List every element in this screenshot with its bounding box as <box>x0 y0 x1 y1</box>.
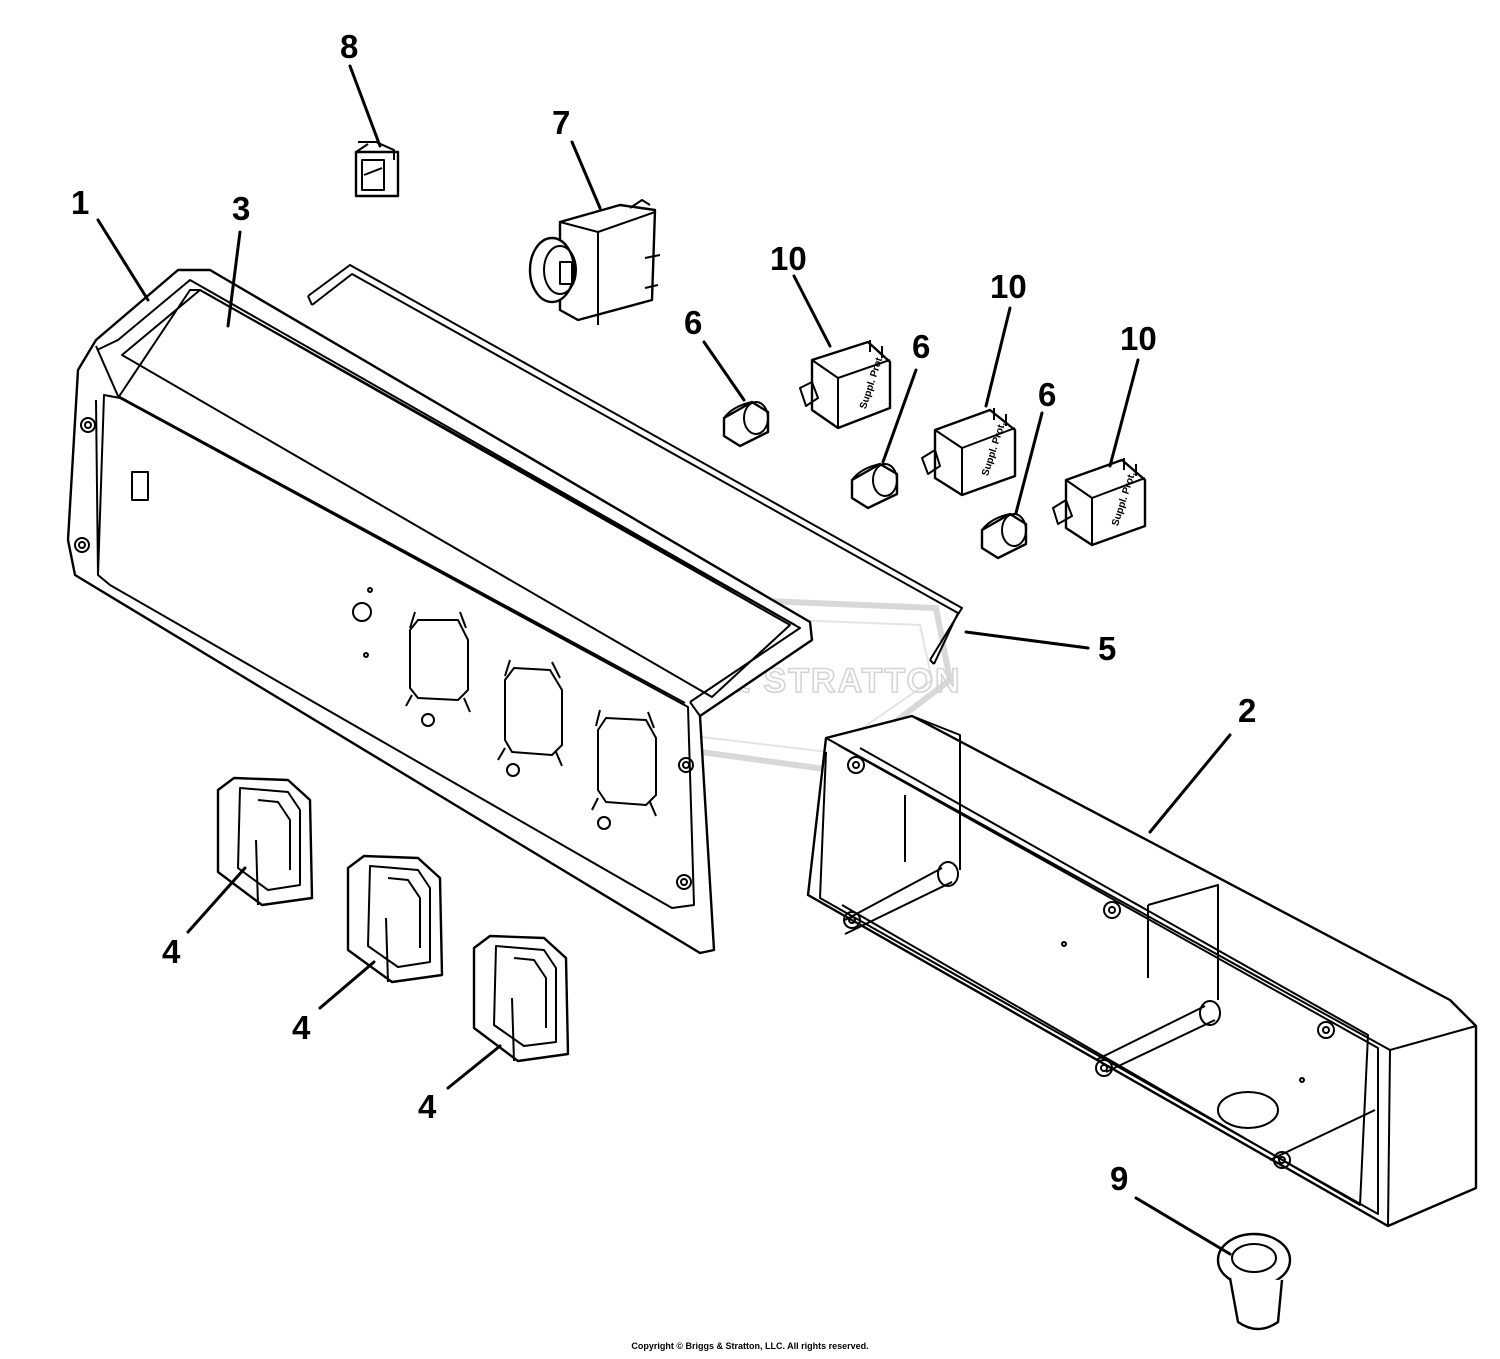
reset-button-c <box>980 512 1028 560</box>
callout-10b: 10 <box>990 268 1027 305</box>
leader-10c <box>1108 358 1140 468</box>
outlet-a <box>216 776 314 907</box>
leader-8 <box>348 64 382 148</box>
callout-4c: 4 <box>418 1088 437 1125</box>
callout-8: 8 <box>340 28 358 65</box>
outlet-c <box>472 934 570 1063</box>
part-3-label-decal <box>121 289 791 698</box>
callout-7: 7 <box>552 104 570 141</box>
protector-c: Suppl. Prot. <box>1052 458 1147 547</box>
leader-5 <box>964 630 1090 650</box>
callout-4a: 4 <box>162 933 181 970</box>
leader-2 <box>1148 733 1232 834</box>
leader-1 <box>96 218 150 302</box>
callout-2: 2 <box>1238 692 1256 729</box>
callout-labels: 1 2 3 4 4 4 5 6 6 6 7 8 9 10 10 10 <box>71 28 1256 1197</box>
part-9-grommet <box>1216 1232 1292 1331</box>
callout-6c: 6 <box>1038 376 1056 413</box>
panel-indicator-window <box>131 471 149 501</box>
leader-4a <box>186 866 247 934</box>
leader-6a <box>702 340 746 402</box>
leader-lines <box>96 64 1232 1256</box>
leader-4c <box>446 1044 502 1090</box>
outlet-b <box>346 854 444 984</box>
leader-4b <box>318 960 376 1010</box>
protector-a: Suppl. Prot. <box>799 340 892 430</box>
callout-4b: 4 <box>292 1009 311 1046</box>
reset-button-b <box>850 462 899 510</box>
part-1-control-panel <box>66 268 814 955</box>
callout-6b: 6 <box>912 328 930 365</box>
part-7-circuit-breaker <box>528 199 661 325</box>
callout-5: 5 <box>1098 630 1116 667</box>
callout-9: 9 <box>1110 1160 1128 1197</box>
leader-10b <box>984 306 1012 408</box>
leader-6b <box>881 368 918 464</box>
part-5-gasket-strip <box>307 264 963 665</box>
callout-10a: 10 <box>770 240 807 277</box>
leader-3 <box>226 230 242 328</box>
part-8-rocker-switch <box>354 141 400 198</box>
protector-b: Suppl. Prot. <box>921 408 1017 497</box>
leader-10a <box>792 274 832 348</box>
copyright-notice: Copyright © Briggs & Stratton, LLC. All … <box>631 1341 869 1351</box>
callout-10c: 10 <box>1120 320 1157 357</box>
part-2-enclosure <box>806 714 1478 1228</box>
part-4-outlets <box>216 776 570 1063</box>
callout-1: 1 <box>71 184 89 221</box>
leader-6c <box>1014 411 1044 515</box>
callout-3: 3 <box>232 190 250 227</box>
part-6-reset-buttons <box>722 400 1028 560</box>
part-10-supplementary-protectors: Suppl. Prot. Suppl. Prot. Suppl. Prot. <box>799 340 1147 547</box>
callout-6a: 6 <box>684 304 702 341</box>
leader-7 <box>570 140 602 210</box>
leader-9 <box>1134 1196 1232 1256</box>
reset-button-a <box>722 400 770 448</box>
